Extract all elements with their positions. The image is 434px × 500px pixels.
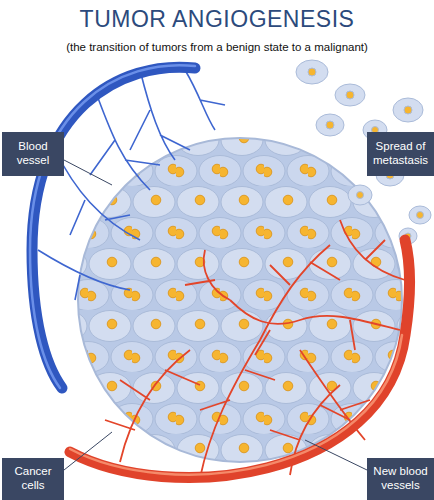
- callout-text: New blood vessels: [371, 465, 430, 493]
- callout-text-group: Blood vessel: [6, 140, 60, 168]
- callout-box: Cancer cells: [2, 458, 64, 500]
- blue-capillaries: [38, 70, 225, 300]
- callout-text-group: Spread of metastasis: [371, 140, 430, 168]
- red-capillaries: [105, 220, 405, 478]
- tumor-mass: [78, 138, 402, 462]
- callout-text: Spread of metastasis: [371, 140, 430, 168]
- callout-text: Blood vessel: [6, 140, 60, 168]
- red-vessel: [70, 240, 410, 478]
- callout-text: Cancer cells: [6, 465, 60, 493]
- diagram-title: TUMOR ANGIOGENESIS: [0, 6, 434, 33]
- blue-vessel: [32, 67, 195, 388]
- callout-box: Spread of metastasis: [367, 132, 434, 176]
- diagram-caption: (the transition of tumors from a benign …: [0, 41, 434, 53]
- callout-box: Blood vessel: [2, 132, 64, 176]
- callout-box: New blood vessels: [367, 458, 434, 500]
- callout-text-group: New blood vessels: [371, 465, 430, 493]
- callout-text-group: Cancer cells: [6, 465, 60, 493]
- leader-lines: [64, 160, 367, 470]
- metastasis-cells: [296, 60, 431, 244]
